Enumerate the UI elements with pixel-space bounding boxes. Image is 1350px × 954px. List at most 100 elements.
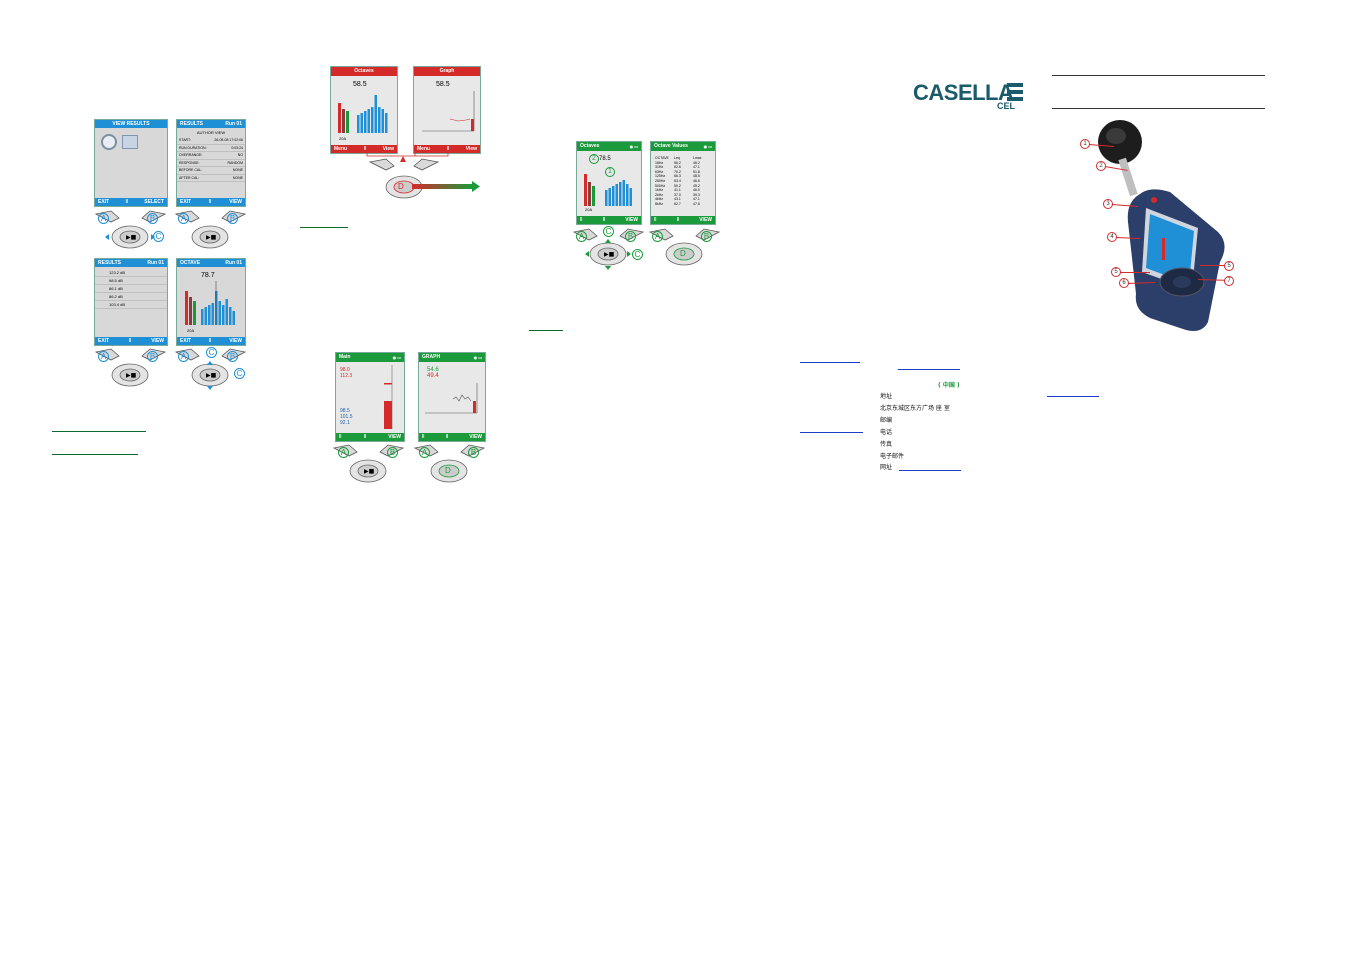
key-c[interactable]: C [153, 231, 164, 242]
key-c-up[interactable]: C [206, 347, 217, 358]
key-a[interactable]: A [338, 447, 349, 458]
screen-title: Octaves [354, 68, 374, 74]
menu-softkey[interactable]: Menu [334, 146, 348, 152]
china-contact-line: 传真 [880, 441, 893, 448]
key-b[interactable]: B [701, 231, 712, 242]
key-d[interactable]: D [398, 182, 404, 191]
view-softkey[interactable]: View [382, 146, 394, 152]
exit-softkey[interactable]: EXIT [180, 199, 192, 205]
callout-number: 6 [1119, 278, 1129, 288]
table-cell: 46.2 [693, 160, 700, 165]
screen-footer: ‖ ‖ VIEW [419, 433, 485, 441]
key-b[interactable]: B [468, 447, 479, 458]
screen-title-bar: OCTAVE Run 01 [177, 259, 245, 267]
table-cell: 125Hz [655, 174, 666, 179]
table-cell: 37.0 [674, 192, 681, 197]
view-softkey[interactable]: VIEW [469, 434, 482, 440]
screen-title: RESULTS [98, 260, 121, 266]
key-b[interactable]: B [625, 231, 636, 242]
exit-softkey[interactable]: EXIT [180, 338, 192, 344]
exit-softkey[interactable]: EXIT [98, 199, 110, 205]
pause-icon: ‖ [125, 199, 128, 205]
status-icons: ◉ ▭ [629, 144, 638, 149]
summary-key: OVERRANGE: [179, 153, 203, 157]
table-cell: 2kHz [655, 192, 663, 197]
view-softkey[interactable]: View [465, 146, 477, 152]
underline-link[interactable] [898, 369, 960, 370]
menu-softkey[interactable]: Menu [417, 146, 431, 152]
keypad-3: ▶■ A B [93, 346, 168, 390]
key-b[interactable]: B [147, 213, 158, 224]
bar-c [189, 297, 192, 325]
screen-title: Octave Values [654, 143, 688, 149]
key-a[interactable]: A [419, 447, 430, 458]
summary-value: 0:03:24 [231, 145, 243, 150]
key-c-right[interactable]: C [632, 249, 643, 260]
status-icons: ◉ ▭ [392, 355, 401, 360]
callout-number: 7 [1224, 276, 1234, 286]
screen-title: Main [339, 354, 351, 360]
svg-text:▶■: ▶■ [126, 234, 137, 241]
screen-title: RESULTS [180, 121, 203, 127]
level-value: 78.7 [201, 272, 215, 279]
key-a[interactable]: A [576, 231, 587, 242]
key-a[interactable]: A [652, 231, 663, 242]
main-value-4: 101.5 [340, 414, 353, 420]
view-softkey[interactable]: VIEW [388, 434, 401, 440]
view-softkey[interactable]: VIEW [699, 217, 712, 223]
underline-link[interactable] [800, 432, 863, 433]
summary-row: RESPONSE:RANDOM [177, 160, 245, 167]
key-b[interactable]: B [147, 351, 158, 362]
screen-graph-green: GRAPH ◉ ▭ 54.6 49.4 ‖ ‖ VIEW [418, 352, 486, 442]
key-a[interactable]: A [98, 351, 109, 362]
key-d[interactable]: D [680, 249, 686, 258]
summary-row: RUN DURATION:0:03:24 [177, 145, 245, 152]
table-cell: 56.2 [674, 160, 681, 165]
table-cell: 1kHz [655, 188, 663, 193]
select-softkey[interactable]: SELECT [144, 199, 164, 205]
time-graph [422, 91, 475, 132]
view-softkey[interactable]: VIEW [625, 217, 638, 223]
table-cell: 8kHz [655, 201, 663, 206]
screen-title-bar: Graph [414, 67, 480, 76]
view-softkey[interactable]: VIEW [229, 338, 242, 344]
key-b[interactable]: B [227, 213, 238, 224]
underline-link[interactable] [800, 362, 860, 363]
screen-footer: ‖ ‖ VIEW [651, 216, 715, 224]
underline-link[interactable] [529, 330, 563, 331]
screen-main-green: Main ◉ ▭ 98.0 112.3 98.5 101.5 92.1 ‖ ‖ … [335, 352, 405, 442]
table-cell: 250Hz [655, 178, 666, 183]
key-a[interactable]: A [178, 351, 189, 362]
summary-key: RESPONSE: [179, 160, 200, 165]
underline-link[interactable] [300, 227, 348, 228]
underline-link[interactable] [52, 431, 146, 432]
screen-footer: ‖ ‖ VIEW [577, 216, 641, 224]
exit-softkey[interactable]: EXIT [98, 338, 110, 344]
value-row: 103.4 dB [95, 301, 167, 309]
main-value-2: 112.3 [340, 373, 353, 379]
screen-title: Graph [439, 68, 455, 74]
key-c-right[interactable]: C [234, 368, 245, 379]
china-website-link[interactable] [899, 470, 961, 471]
run-label: Run 01 [225, 121, 242, 127]
key-b[interactable]: B [227, 351, 238, 362]
key-b[interactable]: B [387, 447, 398, 458]
key-c-up[interactable]: C [603, 226, 614, 237]
view-softkey[interactable]: VIEW [151, 338, 164, 344]
underline-link[interactable] [52, 454, 138, 455]
table-cell: Lmax [693, 156, 702, 160]
table-cell: 16Hz [655, 160, 664, 165]
keypad-green-1: ▶■ A B [331, 442, 406, 488]
key-d[interactable]: D [445, 466, 451, 475]
key-a[interactable]: A [178, 213, 189, 224]
view-softkey[interactable]: VIEW [229, 199, 242, 205]
svg-text:▶■: ▶■ [126, 372, 137, 379]
key-a[interactable]: A [98, 213, 109, 224]
underline-link[interactable] [1047, 396, 1099, 397]
